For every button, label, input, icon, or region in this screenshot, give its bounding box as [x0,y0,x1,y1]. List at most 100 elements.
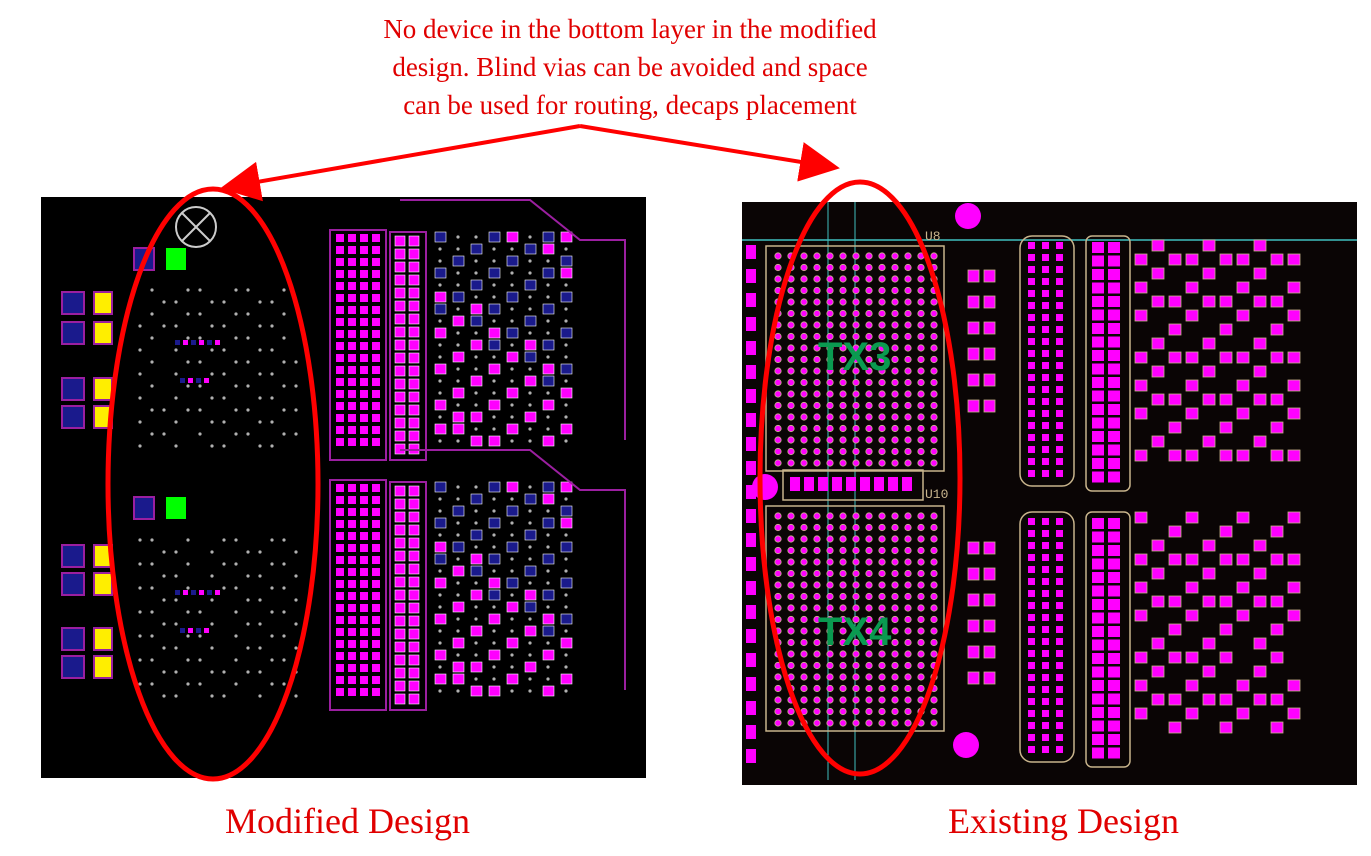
decap-pad [542,589,555,601]
decap-pad [560,267,573,279]
bga-ball [774,344,782,352]
bga-ball [865,390,873,398]
connector-pad [1056,362,1063,369]
bga-pad [372,556,380,564]
bga-ball [774,535,782,543]
bga-pad [348,544,356,552]
via [150,360,154,364]
pad [408,274,420,286]
pad [1092,336,1104,348]
pad [967,593,980,607]
via [564,557,568,561]
bga-ball [826,378,834,387]
connector-pad [1056,590,1063,597]
via [564,319,568,323]
edge-pad [746,725,756,739]
bga-ball [904,696,912,704]
capacitor-pad [93,291,113,315]
via [294,432,298,436]
bga-ball [826,263,834,272]
connector-outline [329,229,387,461]
bga-pad [348,234,356,242]
via [564,247,568,251]
bga-pad [372,580,380,588]
bga-ball [917,684,925,693]
decap-pad [1287,309,1301,322]
connector-pad [1056,386,1063,393]
bga-ball [865,719,873,727]
via [564,415,568,419]
connector-pad [1056,674,1063,681]
via [138,538,142,542]
via [258,646,262,650]
via [174,300,178,304]
bga-ball [813,275,821,283]
via [492,415,496,419]
bga-ball [891,275,899,283]
bga-pad [336,342,344,350]
via [150,658,154,662]
decap-pad [434,291,447,303]
bga-ball [813,673,821,681]
via [546,509,550,513]
via [510,283,514,287]
bga-ball [930,332,938,341]
connector-outline [1019,511,1075,763]
bga-ball [878,459,886,467]
bga-ball [787,286,795,295]
decap-pad [1287,553,1301,566]
via [138,562,142,566]
pad [1108,599,1120,610]
bga-ball [839,638,847,647]
via [456,497,460,501]
connector-pad [1042,386,1049,393]
bga-ball [891,436,899,444]
bga-ball [800,459,808,467]
tx3-label: TX3 [818,335,891,379]
pad [983,645,996,659]
via [162,598,166,602]
bga-pad [336,568,344,576]
bga-ball [891,661,899,670]
connector-pad [1056,518,1063,525]
via [150,682,154,686]
via [438,665,442,669]
decap-pad [1236,253,1250,266]
bga-ball [826,673,834,681]
bga-ball [826,512,834,520]
via [546,283,550,287]
via [222,300,226,304]
pad [394,404,406,416]
decap-pad [1151,435,1165,448]
bga-ball [852,661,860,670]
via [258,396,262,400]
bga-ball [904,661,912,670]
pad [1092,296,1104,307]
bga-pad [336,484,344,492]
pad [1108,350,1120,361]
board-trace [400,199,626,440]
bga-ball [904,252,912,260]
bga-pad [372,282,380,290]
bga-pad [372,342,380,350]
pad [1108,747,1120,759]
pad [1092,350,1104,361]
pad [983,567,996,581]
bga-ball [891,401,899,410]
decap-pad [452,505,465,517]
pad [1108,269,1120,280]
bga-ball [852,286,860,295]
bga-ball [852,252,860,260]
pad [394,524,406,536]
decap-pad [560,291,573,303]
bga-ball [839,535,847,543]
bga-ball [787,558,795,566]
edge-pad [746,365,756,379]
bga-ball [930,569,938,578]
bga-pad [348,532,356,540]
bga-ball [930,615,938,624]
decap-pad [488,267,501,279]
bga-ball [878,447,886,456]
pad [1108,545,1120,556]
